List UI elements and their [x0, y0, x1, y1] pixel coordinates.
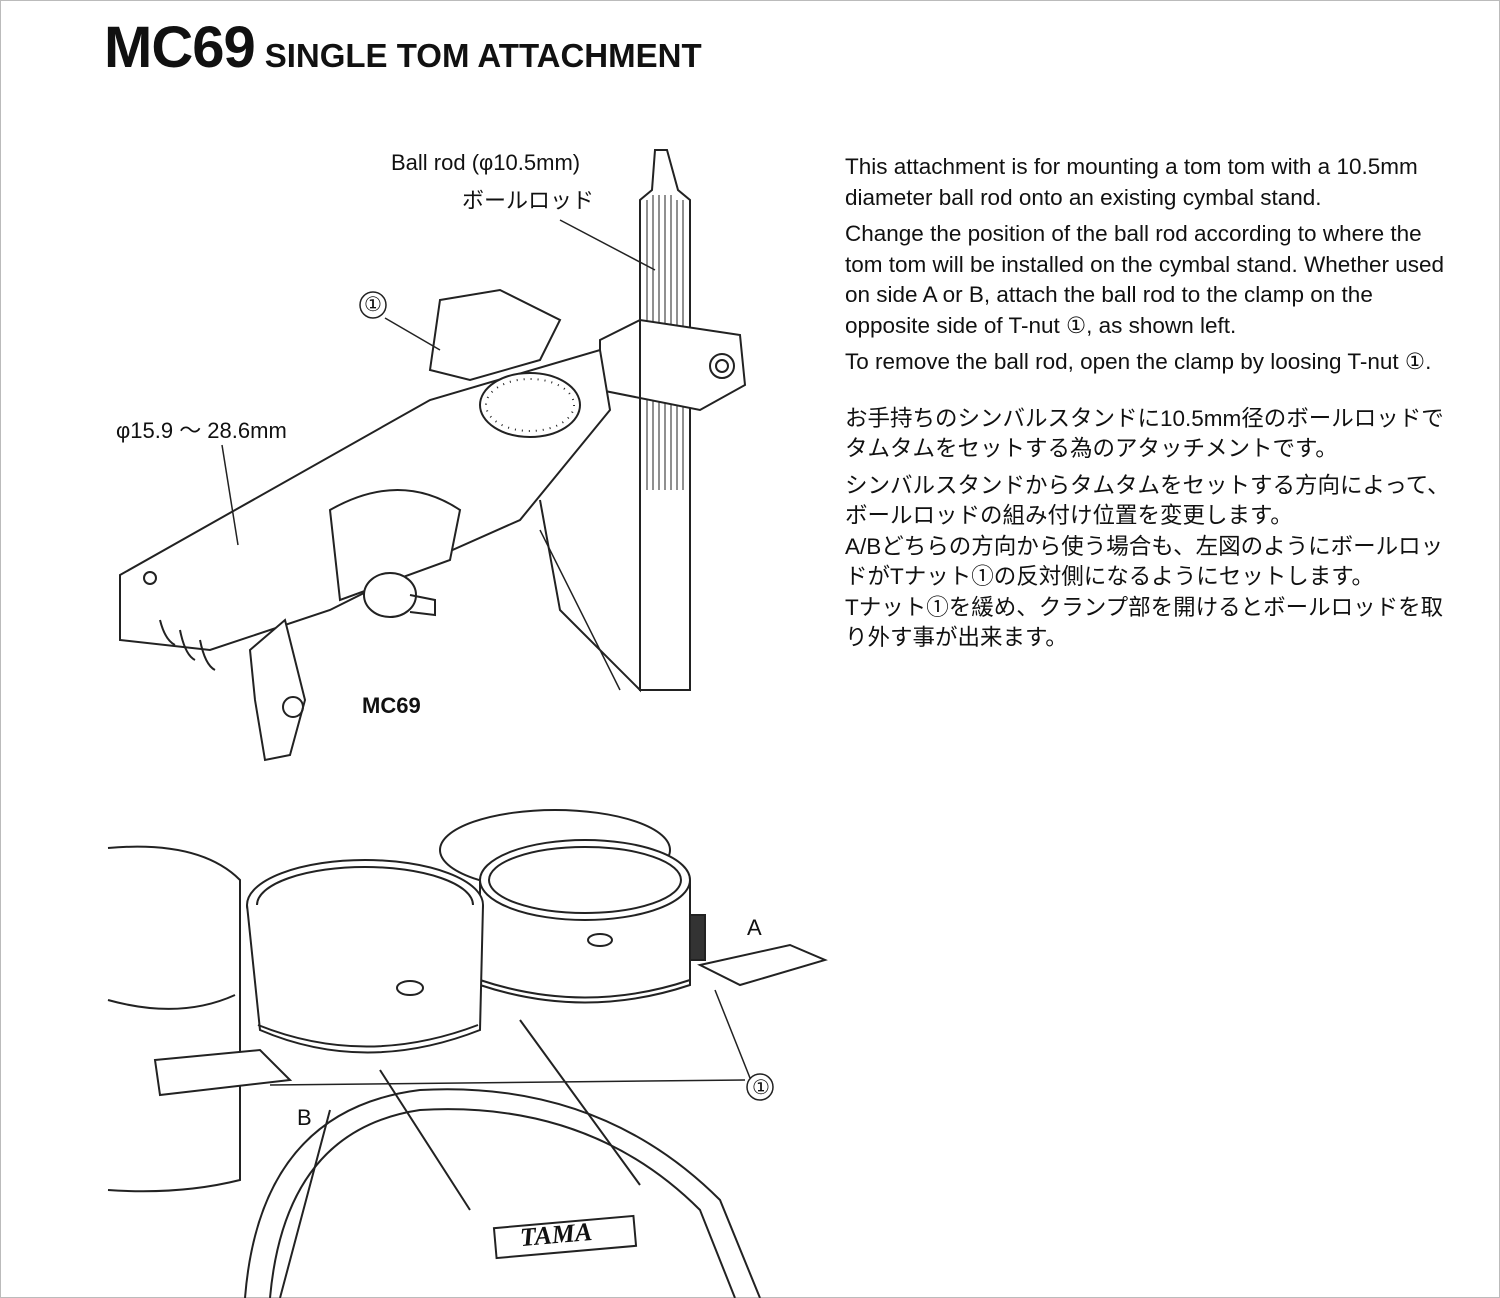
description-column: This attachment is for mounting a tom to…: [845, 152, 1455, 660]
ball-rod-label-jp: ボールロッド: [462, 188, 595, 213]
ball-rod-label: Ball rod (φ10.5mm): [391, 150, 581, 175]
tnut-marker: ①: [364, 294, 382, 316]
side-a-label: A: [747, 915, 762, 940]
description-en-1: This attachment is for mounting a tom to…: [845, 154, 1418, 210]
description-jp-2: シンバルスタンドからタムタムをセットする方向によって、ボールロッドの組み付け位置…: [845, 472, 1450, 529]
description-en-3: To remove the ball rod, open the clamp b…: [845, 349, 1432, 374]
description-jp-1: お手持ちのシンバルスタンドに10.5mm径のボールロッドでタムタムをセットする為…: [845, 405, 1444, 462]
description-jp-3: A/Bどちらの方向から使う場合も、左図のようにボールロッドがTナット①の反対側に…: [845, 533, 1444, 590]
description-en-2: Change the position of the ball rod acco…: [845, 221, 1445, 338]
mc69-illustration: [119, 149, 747, 762]
side-b-label: B: [297, 1105, 312, 1130]
tama-logo: TAMA: [518, 1216, 594, 1253]
model-number: MC69: [104, 15, 256, 80]
diameter-range-label: φ15.9 ～ 28.6mm: [116, 418, 287, 443]
drum-kit-illustration: [107, 809, 828, 1298]
description-jp-4: Tナット①を緩め、クランプ部を開けるとボールロッドを取り外す事が出来ます。: [845, 594, 1444, 651]
tnut-marker-kit: ①: [752, 1077, 770, 1099]
figure-caption: MC69: [362, 693, 421, 718]
title-subtitle: SINGLE TOM ATTACHMENT: [264, 37, 702, 74]
